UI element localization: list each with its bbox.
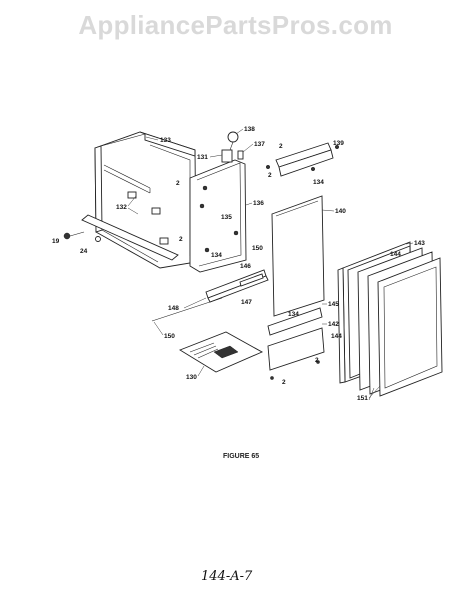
callout-146: 146 [240,263,251,270]
callout-2-kick-left: 2 [282,379,286,386]
callout-labels: 133 138 137 131 2 139 2 134 2 132 135 13… [52,126,425,402]
callout-150-upper: 150 [252,245,263,252]
callout-140: 140 [335,208,346,215]
callout-19: 19 [52,238,60,245]
callout-147: 147 [241,299,252,306]
instruction-booklet [178,331,264,373]
callout-139: 139 [333,140,344,147]
callout-132: 132 [116,204,127,211]
callout-137: 137 [254,141,265,148]
callout-145: 145 [328,301,339,308]
callout-151: 151 [357,395,368,402]
callout-142: 142 [328,321,339,328]
callout-135: 135 [221,214,232,221]
callout-143: 143 [414,240,425,247]
callout-144-upper: 144 [390,251,401,258]
callout-138: 138 [244,126,255,133]
callout-148: 148 [168,305,179,312]
door-panels [337,241,443,397]
callout-144-lower: 144 [331,333,342,340]
side-bracket [189,131,247,273]
top-bracket [265,142,340,177]
kick-plate [267,307,325,380]
callout-134-lower: 134 [288,311,299,318]
callout-136: 136 [253,200,264,207]
callout-2-kick-right: 2 [315,357,319,364]
callout-134-top: 134 [313,179,324,186]
callout-130: 130 [186,374,197,381]
bottom-strips [151,269,269,322]
callout-2-bracket-left: 2 [268,172,272,179]
watermark-text: AppliancePartsPros.com [78,10,393,40]
callout-24: 24 [80,248,88,255]
figure-caption: FIGURE 65 [223,453,260,460]
base-rail [63,214,179,261]
callout-131: 131 [197,154,208,161]
callout-2-cabinet: 2 [176,180,180,187]
panel [271,195,325,317]
callout-150-lower: 150 [164,333,175,340]
callout-133: 133 [160,137,171,144]
callout-134-mid: 134 [211,252,222,259]
callout-2-top: 2 [279,143,283,150]
callout-2-bracket-lower: 2 [179,236,183,243]
footer-handwritten-note: 144-A-7 [201,569,253,584]
